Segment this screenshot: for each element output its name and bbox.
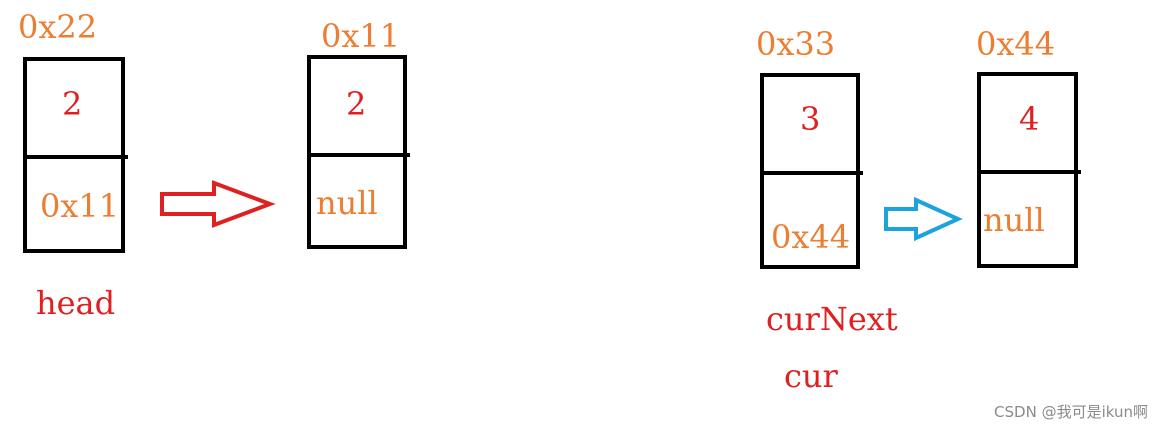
node-next: null	[316, 184, 378, 222]
arrow-blue	[884, 196, 963, 242]
node-value: 2	[346, 85, 366, 123]
node-value: 2	[62, 85, 82, 123]
node-address: 0x44	[976, 25, 1055, 63]
node-next-cell	[23, 155, 125, 253]
node-next-cell	[760, 171, 860, 269]
node-value: 3	[800, 100, 820, 138]
node-next: 0x11	[40, 187, 119, 225]
label-cur: cur	[784, 357, 839, 395]
node-address: 0x22	[18, 8, 97, 46]
node-0x11: 0x11 2 null	[307, 17, 410, 249]
node-0x22: 0x22 2 0x11	[18, 8, 128, 253]
watermark: CSDN @我可是ikun啊	[994, 403, 1148, 421]
arrow-red	[160, 180, 276, 228]
label-cur-next: curNext	[766, 300, 898, 338]
node-address: 0x11	[321, 17, 400, 55]
node-next: null	[983, 201, 1045, 239]
node-value: 4	[1019, 100, 1039, 138]
node-next: 0x44	[771, 218, 850, 256]
node-0x44: 0x44 4 null	[976, 25, 1081, 268]
node-next-cell	[977, 170, 1078, 268]
node-address: 0x33	[756, 25, 835, 63]
node-next-cell	[307, 153, 407, 249]
node-0x33: 0x33 3 0x44	[756, 25, 863, 269]
label-head: head	[36, 284, 115, 322]
